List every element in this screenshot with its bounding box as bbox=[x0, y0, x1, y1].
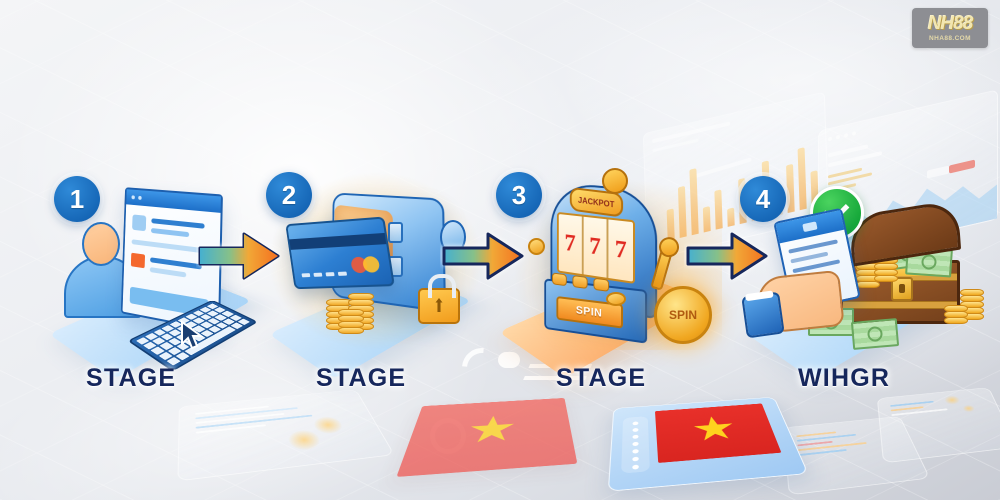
faded-ui-card-center bbox=[783, 416, 930, 495]
loose-coin-stack-right-2 bbox=[944, 306, 968, 324]
cash-bundle-floor-2 bbox=[851, 318, 899, 350]
brand-logo-badge[interactable]: NH88 NHA88.COM bbox=[912, 8, 988, 48]
mouse-cursor-icon bbox=[180, 320, 206, 350]
step-1-label: STAGE bbox=[86, 364, 176, 393]
coin-slot-coin bbox=[606, 292, 626, 306]
treasure-chest-icon bbox=[840, 234, 958, 320]
spin-coin: SPIN bbox=[654, 286, 712, 344]
step-3-label: STAGE bbox=[556, 364, 646, 393]
step-badge-1[interactable]: 1 bbox=[54, 176, 100, 222]
faded-ring bbox=[430, 418, 466, 454]
floating-coin-small bbox=[528, 238, 545, 255]
faded-ui-card-left bbox=[177, 389, 394, 481]
arrow-step-3-to-4 bbox=[684, 226, 770, 286]
slot-machine-top-light bbox=[602, 168, 628, 194]
faded-ui-bubble bbox=[498, 352, 520, 368]
slot-reels: 7 7 7 bbox=[557, 212, 635, 284]
vault-hinge-top bbox=[388, 222, 403, 243]
vietnam-flag-faded bbox=[396, 398, 577, 477]
step-badge-3[interactable]: 3 bbox=[496, 172, 542, 218]
padlock-icon bbox=[418, 288, 460, 324]
user-avatar-head bbox=[82, 222, 120, 266]
credit-card-icon bbox=[285, 217, 395, 290]
arrow-step-2-to-3 bbox=[440, 226, 526, 286]
brand-logo-text: NH88 bbox=[928, 14, 973, 33]
step-badge-4[interactable]: 4 bbox=[740, 176, 786, 222]
sleeve-cuff bbox=[741, 292, 784, 339]
step-4-label: WIHGR bbox=[798, 364, 890, 393]
brand-logo-subtext: NHA88.COM bbox=[929, 35, 971, 42]
step-badge-2[interactable]: 2 bbox=[266, 172, 312, 218]
slot-reel-2: 7 bbox=[583, 217, 608, 278]
slot-reel-1: 7 bbox=[559, 214, 584, 274]
step-2-label: STAGE bbox=[316, 364, 406, 393]
arrow-step-1-to-2 bbox=[196, 226, 282, 286]
slot-reel-3: 7 bbox=[609, 220, 633, 282]
vietnam-flag-card bbox=[608, 397, 809, 492]
faded-ui-card-right bbox=[877, 387, 1000, 463]
